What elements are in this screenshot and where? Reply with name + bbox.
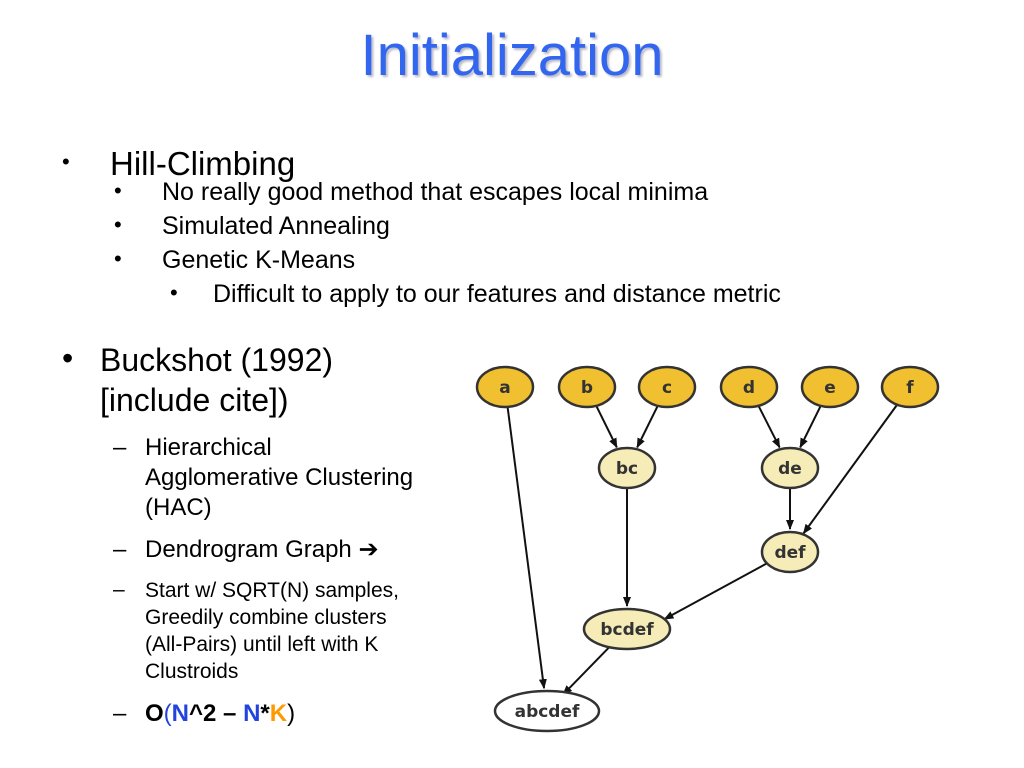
node-shape bbox=[760, 446, 820, 490]
node-e: e bbox=[800, 365, 860, 409]
node-de: de bbox=[760, 446, 820, 490]
buckshot-line1: Buckshot (1992) bbox=[100, 342, 334, 378]
node-shape bbox=[637, 365, 697, 409]
buckshot-line2: [include cite]) bbox=[100, 382, 289, 418]
node-a: a bbox=[475, 365, 535, 409]
node-d: d bbox=[719, 365, 779, 409]
bullet-text: Difficult to apply to our features and d… bbox=[213, 280, 781, 308]
node-shape bbox=[719, 365, 779, 409]
bullet-text: No really good method that escapes local… bbox=[162, 178, 709, 206]
paren-open: ( bbox=[163, 700, 172, 727]
dash-glyph: – bbox=[113, 700, 127, 727]
edge-b-bc bbox=[594, 403, 618, 449]
node-c: c bbox=[637, 365, 697, 409]
bullet-dot: • bbox=[114, 246, 122, 271]
node-label: d bbox=[743, 378, 755, 398]
dendrogram-label: Dendrogram Graph bbox=[145, 536, 352, 563]
hac-line3: (HAC) bbox=[145, 494, 212, 521]
node-label: abcdef bbox=[515, 702, 580, 722]
multiply-symbol: * bbox=[260, 700, 270, 727]
node-label: def bbox=[774, 543, 806, 563]
node-label: bc bbox=[616, 459, 638, 479]
bullet-text: Genetic K-Means bbox=[162, 246, 356, 274]
node-label: e bbox=[824, 378, 836, 398]
node-shape bbox=[597, 446, 657, 490]
bullet-text: Hill-Climbing bbox=[110, 145, 296, 182]
bullet-dot: • bbox=[170, 280, 178, 305]
edge-f-def bbox=[802, 401, 900, 535]
node-shape bbox=[582, 607, 672, 651]
dash-glyph: – bbox=[113, 578, 125, 601]
edge-d-de bbox=[756, 403, 781, 449]
n-symbol: N bbox=[171, 700, 190, 727]
start-line4: Clustroids bbox=[145, 660, 239, 683]
right-arrow-icon: ➔ bbox=[358, 536, 379, 563]
edge-a-abcdef bbox=[506, 405, 547, 690]
start-line1: Start w/ SQRT(N) samples, bbox=[145, 579, 399, 602]
node-label: bcdef bbox=[600, 620, 654, 640]
node-bc: bc bbox=[597, 446, 657, 490]
edge-c-bc bbox=[636, 403, 660, 449]
bullet-dot: • bbox=[114, 178, 122, 203]
node-shape bbox=[880, 365, 940, 409]
edge-def-bcdef bbox=[663, 559, 774, 621]
node-abcdef: abcdef bbox=[493, 689, 601, 733]
node-label: f bbox=[906, 378, 914, 398]
start-line2: Greedily combine clusters bbox=[145, 606, 387, 629]
bullet-dot: • bbox=[62, 340, 74, 376]
dendrogram-text: Dendrogram Graph ➔ bbox=[145, 536, 379, 564]
k-symbol: K bbox=[269, 700, 288, 727]
bullet-dot: • bbox=[62, 149, 70, 174]
bullet-dot: • bbox=[114, 212, 122, 237]
slide-title: Initialization bbox=[360, 23, 664, 88]
node-shape bbox=[493, 689, 601, 733]
n-symbol: N bbox=[243, 700, 261, 727]
node-b: b bbox=[557, 365, 617, 409]
edge-e-de bbox=[799, 403, 823, 449]
node-shape bbox=[760, 530, 820, 574]
paren-close: ) bbox=[287, 700, 296, 727]
node-f: f bbox=[880, 365, 940, 409]
start-line3: (All-Pairs) until left with K bbox=[145, 633, 379, 656]
node-label: a bbox=[499, 378, 510, 398]
node-shape bbox=[800, 365, 860, 409]
dash-glyph: – bbox=[113, 536, 127, 563]
hac-line1: Hierarchical bbox=[145, 434, 272, 461]
bullet-text: Simulated Annealing bbox=[162, 212, 390, 240]
dash-glyph: – bbox=[113, 434, 127, 461]
node-shape bbox=[475, 365, 535, 409]
big-o: O bbox=[145, 700, 164, 727]
node-label: b bbox=[581, 378, 593, 398]
node-label: de bbox=[778, 459, 802, 479]
power-term: ^2 – bbox=[189, 700, 244, 727]
hac-line2: Agglomerative Clustering bbox=[145, 464, 414, 491]
complexity-formula: O(N^2 – N*K) bbox=[145, 700, 295, 728]
edge-bcdef-abcdef bbox=[562, 641, 615, 696]
node-def: def bbox=[760, 530, 820, 574]
node-bcdef: bcdef bbox=[582, 607, 672, 651]
node-label: c bbox=[662, 378, 672, 398]
node-shape bbox=[557, 365, 617, 409]
